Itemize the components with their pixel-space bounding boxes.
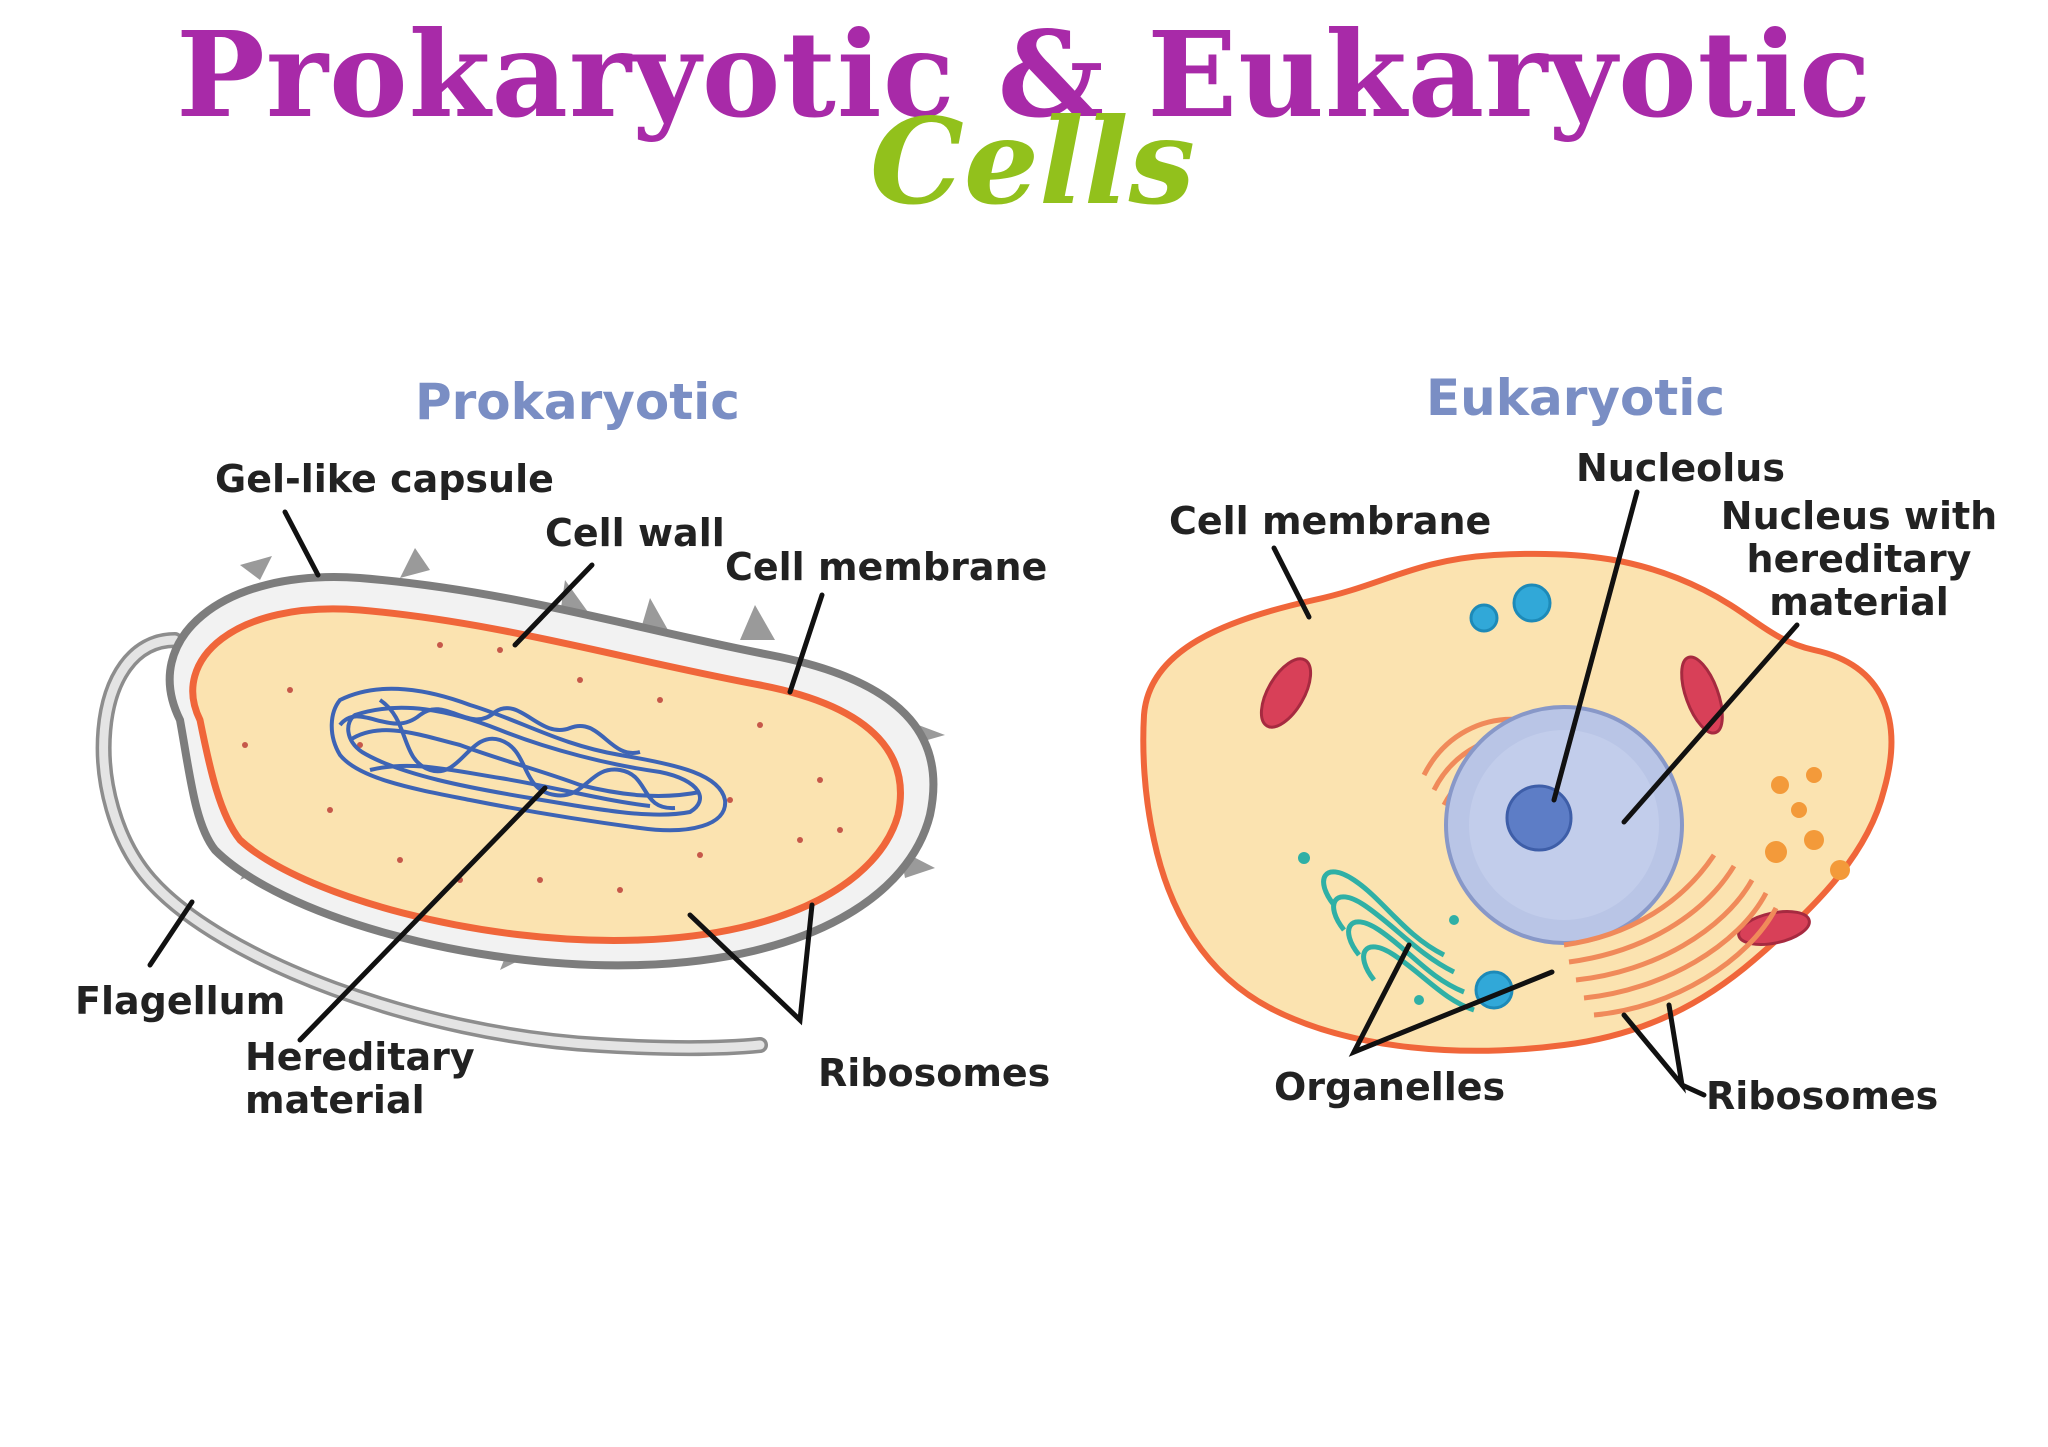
label-cell-membrane: Cell membrane xyxy=(1169,499,1492,543)
label-flagellum: Flagellum xyxy=(75,979,286,1023)
label-ribosomes: Ribosomes xyxy=(1706,1074,1939,1118)
rough-er xyxy=(1563,853,1779,1018)
label-ribosomes: Ribosomes xyxy=(818,1051,1051,1095)
label-organelles: Organelles xyxy=(1274,1065,1506,1109)
prokaryotic-heading: Prokaryotic xyxy=(415,373,740,431)
ribosome-dots xyxy=(242,642,843,893)
label-nucleus: Nucleus with hereditary material xyxy=(1720,494,1998,624)
prokaryotic-illustration xyxy=(95,509,945,1057)
prokaryotic-diagram: Prokaryotic Gel-like capsule Cell wall C… xyxy=(75,373,1050,1122)
page-subtitle: Cells xyxy=(870,92,1196,231)
eukaryotic-diagram: Eukaryotic Nucleolus Cell membrane Nucle… xyxy=(1024,0,2048,1447)
lysosomes xyxy=(1765,767,1850,880)
eukaryotic-illustration xyxy=(1140,489,1895,1098)
eukaryotic-heading: Eukaryotic xyxy=(1426,369,1726,427)
label-gel-like-capsule: Gel-like capsule xyxy=(215,457,554,501)
eukaryotic-leader-lines xyxy=(1271,489,1800,1098)
nucleolus-shape xyxy=(1505,784,1573,852)
label-cell-wall: Cell wall xyxy=(545,511,725,555)
page-title: Prokaryotic & Eukaryotic xyxy=(176,5,1872,144)
prokaryotic-leader-lines xyxy=(147,509,825,1043)
label-cell-membrane: Cell membrane xyxy=(725,545,1048,589)
dna-tangle xyxy=(329,686,728,833)
label-nucleolus: Nucleolus xyxy=(1576,446,1785,490)
label-hereditary-material: Hereditary material xyxy=(245,1035,475,1122)
golgi-teal xyxy=(1321,869,1475,1013)
